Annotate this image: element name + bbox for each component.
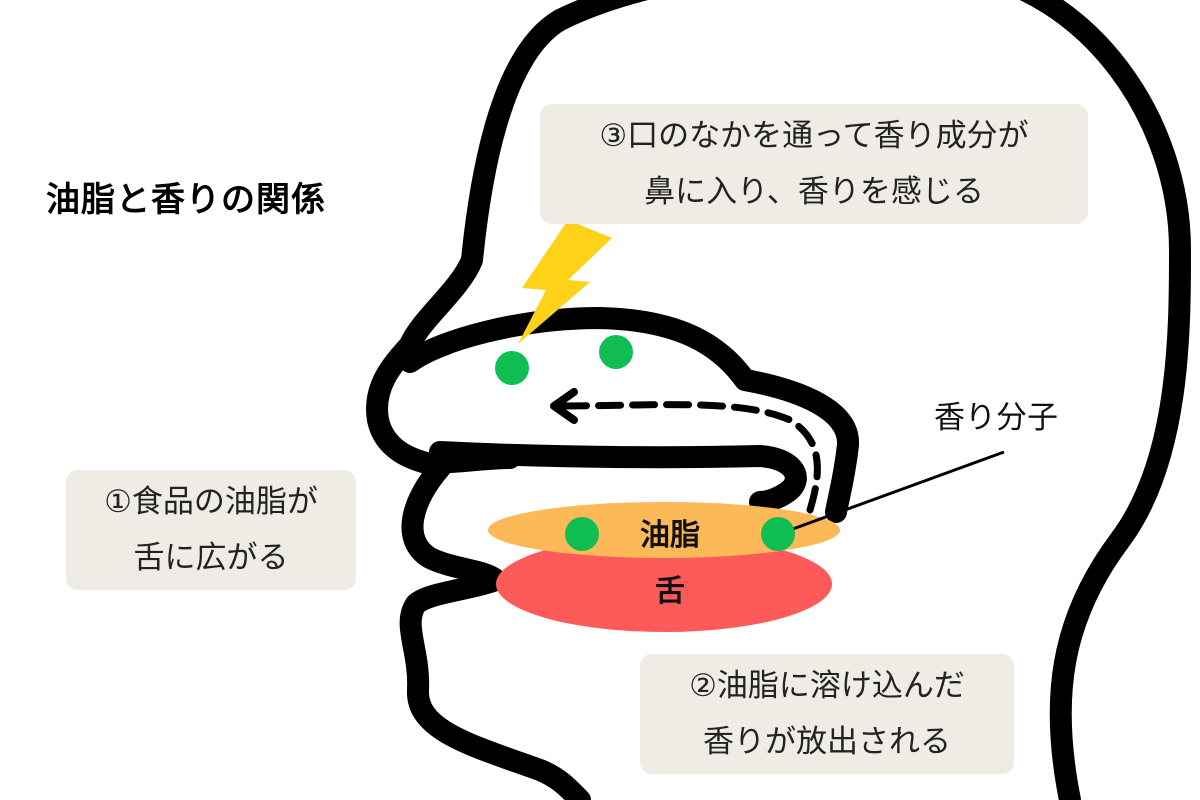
oil-label: 油脂 (640, 518, 700, 553)
caption-step2-line2: 香りが放出される (703, 724, 951, 760)
arrowhead-icon (550, 388, 578, 424)
head-outline (366, 0, 1191, 800)
diagram-title: 油脂と香りの関係 (46, 180, 326, 220)
caption-step2: ②油脂に溶け込んだ 香りが放出される (640, 654, 1014, 774)
aroma-molecule-icon (761, 517, 795, 551)
caption-step1-line1: ①食品の油脂が (104, 484, 318, 520)
nasal-cavity (399, 307, 859, 523)
palate (429, 441, 807, 513)
aroma-molecule-icon (495, 351, 529, 385)
aroma-molecule-label: 香り分子 (934, 400, 1058, 436)
caption-step1: ①食品の油脂が 舌に広がる (66, 470, 356, 590)
aroma-molecule-icon (565, 517, 599, 551)
tongue-label: 舌 (655, 574, 685, 609)
dashed-arrow-icon (556, 401, 821, 514)
caption-step3-line2: 鼻に入り、香りを感じる (644, 174, 984, 210)
lightning-icon (518, 220, 612, 344)
caption-step3-line1: ③口のなかを通って香り成分が (599, 118, 1029, 154)
chin-outline (399, 457, 591, 800)
caption-step2-line1: ②油脂に溶け込んだ (689, 668, 965, 704)
aroma-molecule-icon (599, 335, 633, 369)
caption-step3: ③口のなかを通って香り成分が 鼻に入り、香りを感じる (540, 104, 1088, 224)
caption-step1-line2: 舌に広がる (133, 540, 289, 576)
label-pointer-line (789, 450, 1005, 532)
tongue (496, 536, 832, 632)
